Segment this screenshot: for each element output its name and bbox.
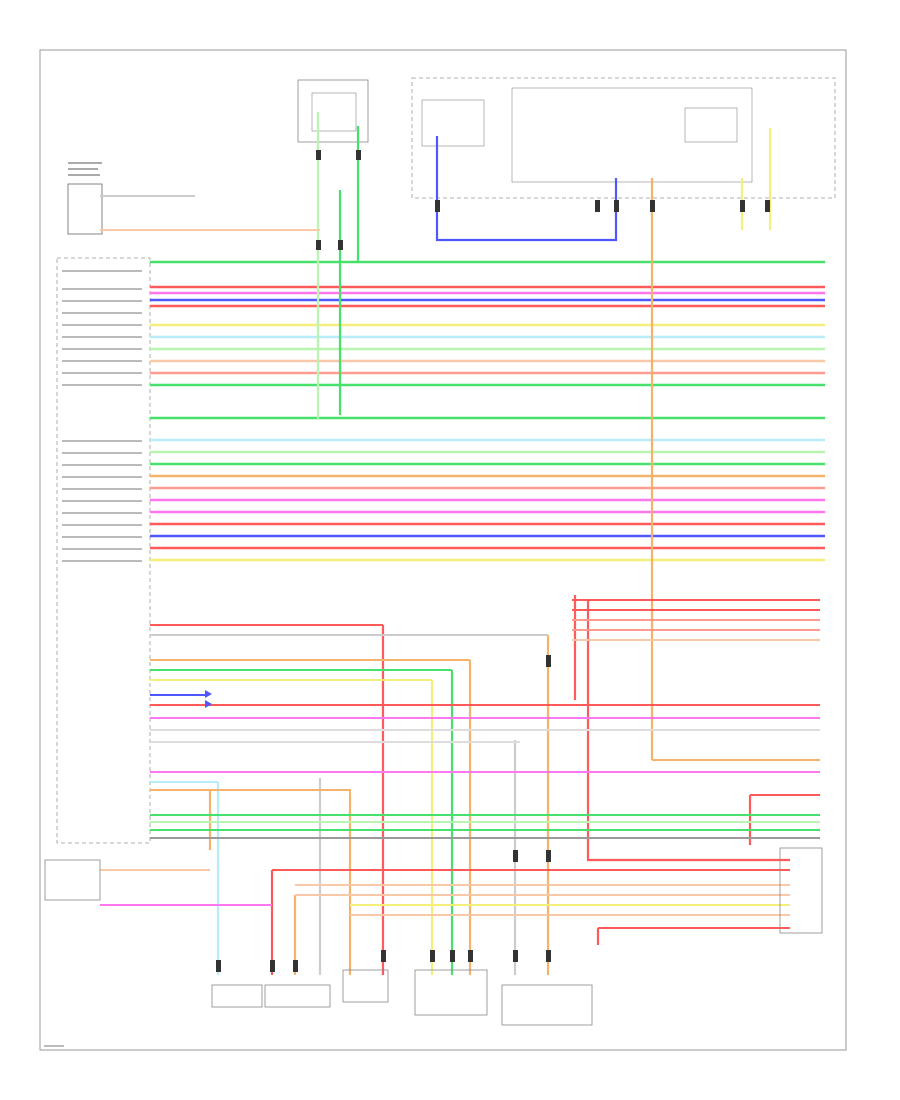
relay-inner-middle [511,87,753,183]
bottom-sensor-1 [211,984,263,1008]
blue-arrow-icons [205,690,212,708]
vertical-wires [208,112,790,975]
left-top-sensor-label [68,162,102,176]
tiny-label-marks [44,270,142,1047]
bottom-sensor-2 [342,969,389,1003]
bottom-left-sensor [44,859,101,901]
lower-feeders [100,195,820,929]
main-control-unit [56,257,151,844]
connector-ticks [216,150,770,972]
diagram-frame [39,49,847,1051]
right-connector [779,847,823,934]
bottom-sensor-3 [414,969,488,1016]
bottom-sensor-4 [501,984,593,1026]
relay-inner-left [421,99,485,147]
bottom-sensor-1b [264,984,331,1008]
top-center-inner [311,92,357,132]
bus-lines [150,260,825,562]
top-right-relay-box [411,77,836,199]
left-top-sensor [67,183,103,235]
top-center-module [297,79,369,143]
relay-inner-small [684,107,738,143]
